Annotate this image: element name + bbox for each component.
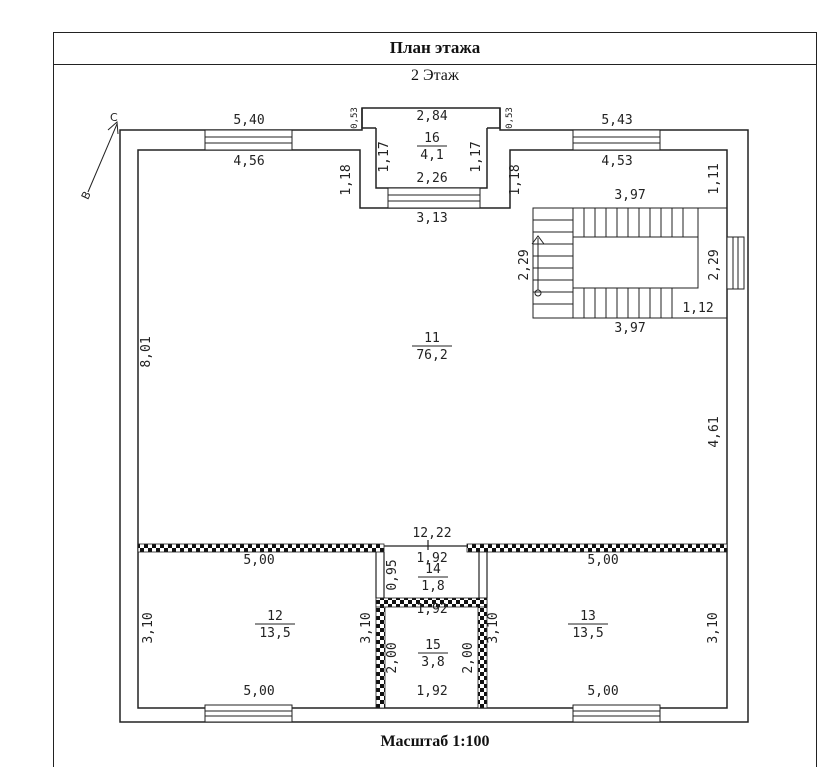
room-16: 16 4,1 (417, 131, 447, 163)
room-13: 13 13,5 (568, 609, 608, 641)
inner-wall (137, 149, 728, 709)
room-11: 11 76,2 (412, 331, 452, 363)
dim-room13-top: 5,00 (587, 553, 618, 568)
compass: С В (79, 111, 119, 202)
room-16-number: 16 (424, 131, 440, 146)
dim-bay-inner: 2,26 (416, 171, 447, 186)
dim-room13-right: 3,10 (706, 612, 721, 643)
room-15-number: 15 (425, 638, 441, 653)
dim-bay-left-depth: 1,18 (339, 164, 354, 195)
room-14-area: 1,8 (421, 579, 444, 594)
plan-title: План этажа (54, 33, 816, 65)
room-16-area: 4,1 (420, 148, 443, 163)
compass-west: В (79, 189, 94, 201)
dim-bath-left: 2,00 (385, 642, 400, 673)
dim-right-top-side: 1,11 (707, 163, 722, 194)
dim-room13-bottom: 5,00 (587, 684, 618, 699)
dim-bay-top: 2,84 (416, 109, 447, 124)
dim-stair-top: 3,97 (614, 188, 645, 203)
dim-room12-right: 3,10 (359, 612, 374, 643)
dim-stair-right: 2,29 (707, 249, 722, 280)
dim-corridor-top: 1,92 (416, 551, 447, 566)
scale-label: Масштаб 1:100 (380, 733, 490, 750)
dim-top-left-inner: 4,56 (233, 154, 264, 169)
dim-bay-right-side: 1,17 (469, 141, 484, 172)
dim-bay-left-small: 0,53 (350, 107, 360, 129)
dim-top-right-outer: 5,43 (601, 113, 632, 128)
window-top-right (572, 129, 661, 151)
dim-bay-right-small: 0,53 (505, 107, 515, 129)
hatched-wall-bath-left (375, 597, 386, 709)
hatched-wall-left (137, 543, 385, 553)
drawing-frame: План этажа 2 Этаж Масштаб 1:100 (53, 32, 817, 767)
room-12: 12 13,5 (255, 609, 295, 641)
dim-right-wall: 4,61 (707, 416, 722, 447)
room-12-area: 13,5 (259, 626, 290, 641)
dim-bay-left-side: 1,17 (377, 141, 392, 172)
corridor-walls (375, 540, 488, 598)
dim-bay-right-depth: 1,18 (508, 164, 523, 195)
dim-bay-bottom: 3,13 (416, 211, 447, 226)
dim-corridor-left: 0,95 (385, 559, 400, 590)
dim-corridor-bottom: 1,92 (416, 602, 447, 617)
room-11-area: 76,2 (416, 348, 447, 363)
window-bottom-left (204, 704, 293, 723)
dim-bath-right: 2,00 (461, 642, 476, 673)
compass-north: С (110, 111, 118, 124)
room-15-area: 3,8 (421, 655, 444, 670)
window-top-left (204, 129, 293, 151)
dim-room12-bottom: 5,00 (243, 684, 274, 699)
floor-label: 2 Этаж (411, 67, 459, 84)
dim-room12-top: 5,00 (243, 553, 274, 568)
dim-room13-left: 3,10 (486, 612, 501, 643)
dim-room11-width: 12,22 (412, 526, 451, 541)
room-13-area: 13,5 (572, 626, 603, 641)
hatched-wall-bath-top (375, 597, 488, 608)
dimension-labels: 5,40 4,56 5,43 4,53 2,84 2,26 3,13 3,97 … (139, 107, 722, 699)
hatched-wall-right (466, 543, 728, 553)
dim-top-right-inner: 4,53 (601, 154, 632, 169)
dim-top-left-outer: 5,40 (233, 113, 264, 128)
dim-stair-landing: 1,12 (682, 301, 713, 316)
dim-stair-left: 2,29 (517, 249, 532, 280)
room-12-number: 12 (267, 609, 283, 624)
dim-left-wall: 8,01 (139, 336, 154, 367)
window-bay (387, 187, 481, 209)
staircase (531, 207, 728, 319)
room-13-number: 13 (580, 609, 596, 624)
room-15: 15 3,8 (418, 638, 448, 670)
dim-room12-left: 3,10 (141, 612, 156, 643)
dim-bath-bottom: 1,92 (416, 684, 447, 699)
room-14-number: 14 (425, 562, 441, 577)
dim-stair-bottom: 3,97 (614, 321, 645, 336)
window-right (726, 236, 745, 290)
room-14: 14 1,8 (418, 562, 448, 594)
room-11-number: 11 (424, 331, 440, 346)
window-bottom-right (572, 704, 661, 723)
